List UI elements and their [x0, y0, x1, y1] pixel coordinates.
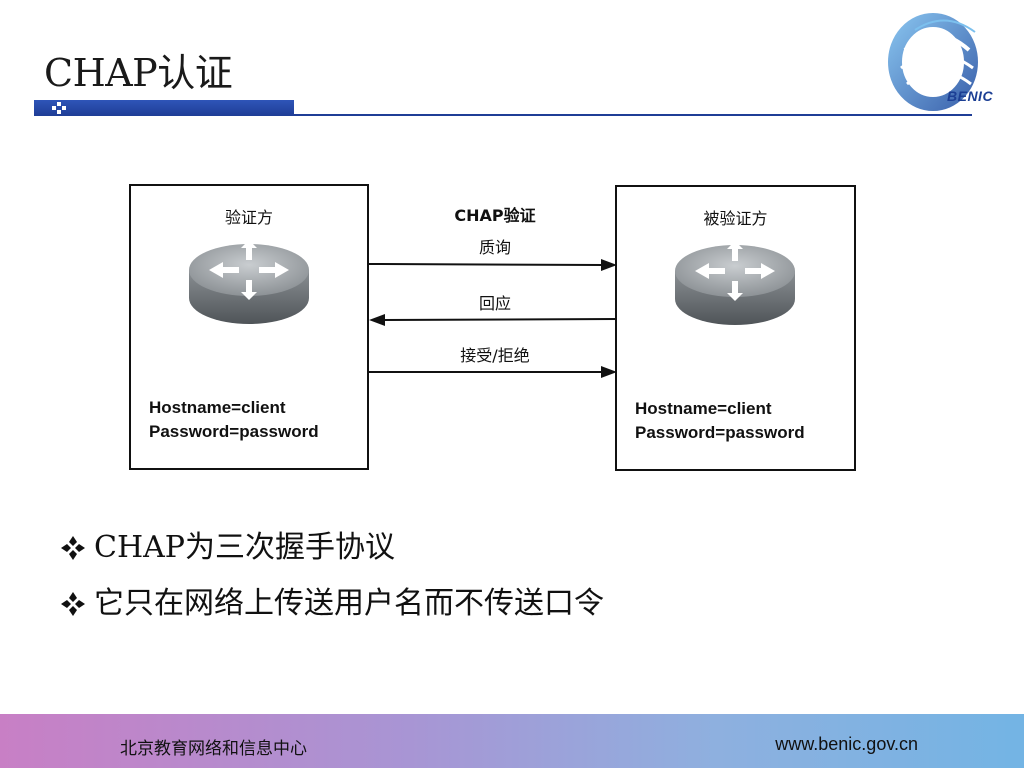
diamond-bullet-icon	[52, 102, 66, 114]
message-arrows	[368, 259, 618, 378]
chap-diagram-title: CHAP验证	[454, 206, 536, 225]
peer-password: Password=password	[635, 423, 805, 442]
router-icon	[189, 240, 309, 324]
list-item: 它只在网络上传送用户名而不传送口令	[60, 576, 604, 632]
challenge-label: 质询	[478, 238, 511, 257]
peer-title: 被验证方	[703, 209, 768, 228]
authenticator-hostname: Hostname=client	[149, 398, 286, 417]
list-item: CHAP为三次握手协议	[60, 520, 604, 576]
title-underline-bar	[34, 100, 294, 116]
authenticator-title: 验证方	[224, 208, 273, 227]
footer-organization: 北京教育网络和信息中心	[120, 739, 307, 759]
router-icon	[675, 241, 795, 325]
diamond-bullet-icon	[61, 536, 85, 560]
accept-reject-label: 接受/拒绝	[460, 346, 530, 365]
footer-bar: 北京教育网络和信息中心 www.benic.gov.cn	[0, 714, 1024, 768]
response-label: 回应	[478, 294, 511, 313]
benic-logo-icon	[888, 13, 978, 111]
challenge-arrow	[368, 259, 617, 271]
authenticator-password: Password=password	[149, 422, 319, 441]
diamond-bullet-icon	[61, 592, 85, 616]
response-arrow	[369, 314, 618, 326]
peer-hostname: Hostname=client	[635, 399, 772, 418]
authenticator-credentials: Hostname=client Password=password	[149, 396, 319, 444]
bullet-text: CHAP为三次握手协议	[94, 530, 395, 565]
slide-title: CHAP认证	[44, 51, 233, 95]
bullet-list: CHAP为三次握手协议 它只在网络上传送用户名而不传送口令	[60, 520, 604, 632]
title-underline-line	[294, 114, 972, 116]
footer-url[interactable]: www.benic.gov.cn	[775, 734, 918, 754]
logo-text: BENIC	[947, 88, 994, 104]
peer-credentials: Hostname=client Password=password	[635, 397, 805, 445]
bullet-text: 它只在网络上传送用户名而不传送口令	[94, 586, 604, 621]
peer-box: 被验证方 Hostname=client Password=password	[615, 185, 856, 471]
authenticator-box: 验证方 Hostname=client Password=password	[129, 184, 369, 470]
accept-reject-arrow	[369, 366, 617, 378]
